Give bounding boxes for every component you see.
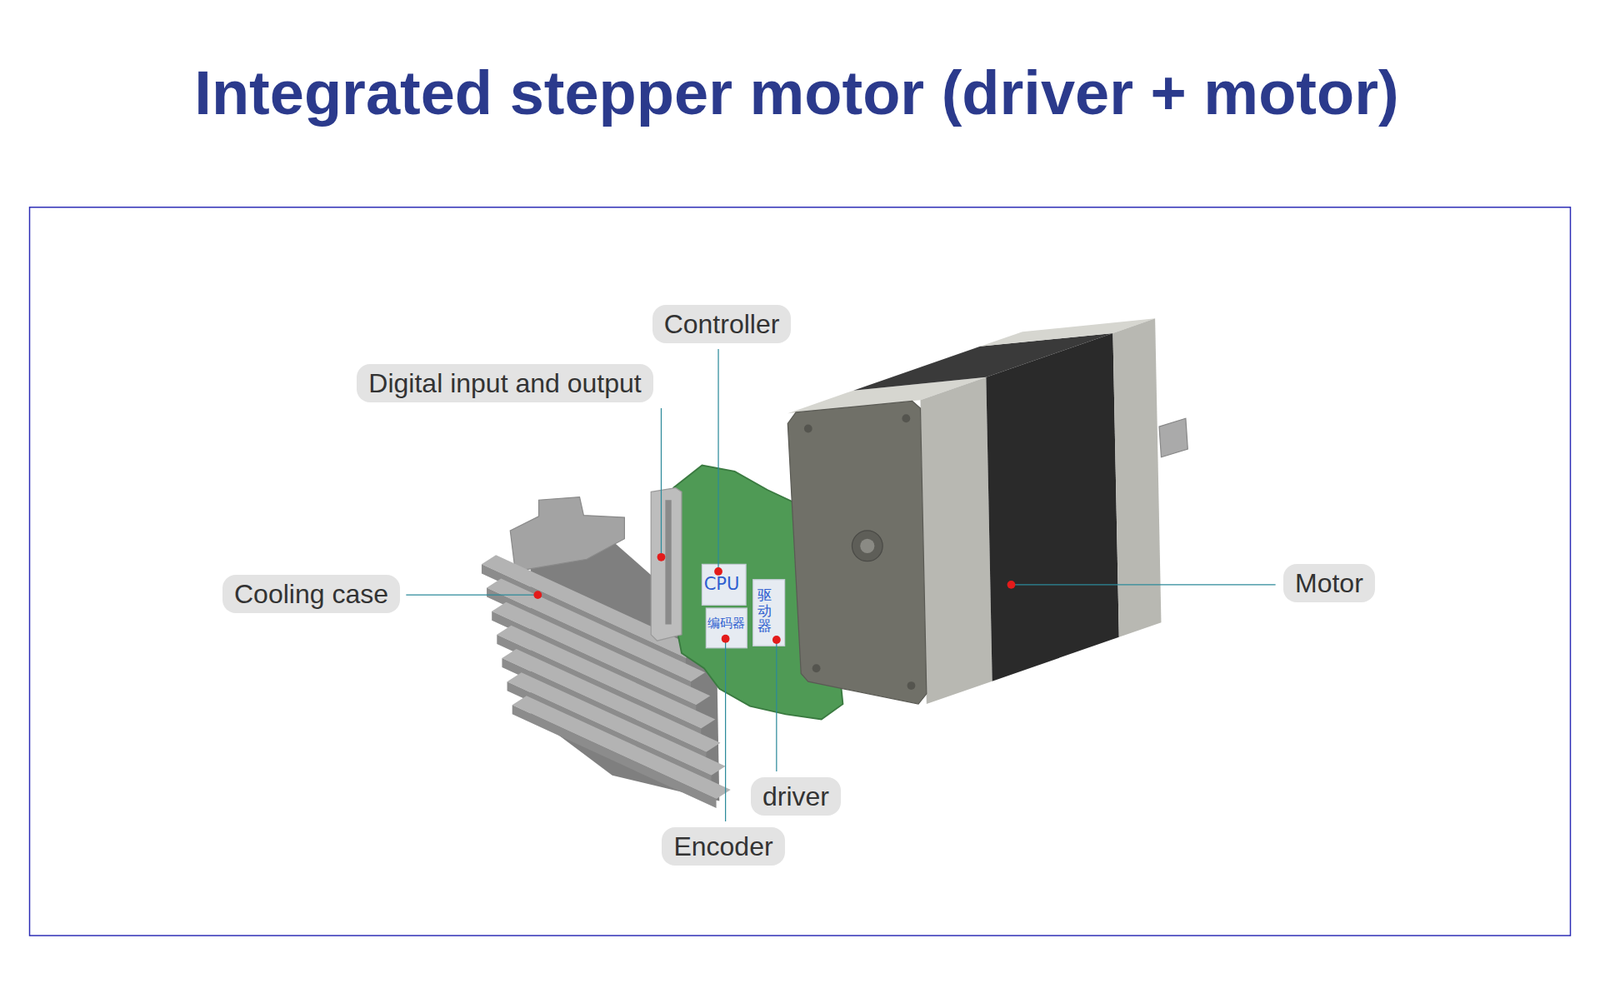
chip-marking: CPU — [704, 575, 740, 595]
diagram-title: Integrated stepper motor (driver + motor… — [194, 56, 1399, 131]
heatsink-top — [510, 497, 625, 572]
motor-hub — [860, 539, 875, 554]
callout-label: Encoder — [661, 827, 785, 866]
callout-dot — [533, 590, 542, 600]
callout-label: Controller — [652, 305, 792, 344]
callout-dot — [657, 553, 666, 562]
motor-side — [920, 377, 992, 705]
leader-line — [717, 349, 719, 572]
label-text: Controller — [664, 309, 780, 340]
callout-label: Motor — [1283, 564, 1375, 603]
label-text: Motor — [1295, 568, 1364, 599]
mounting-hole — [804, 425, 813, 434]
callout-label: driver — [750, 777, 841, 816]
leader-line — [725, 639, 726, 822]
mounting-hole — [812, 664, 821, 673]
frame — [30, 207, 1571, 936]
label-text: driver — [762, 781, 830, 812]
cpu-chip — [701, 564, 746, 605]
label-text: Digital input and output — [368, 368, 641, 399]
motor-shaft — [1159, 418, 1188, 458]
motor-front-face — [787, 400, 927, 705]
io-connector — [650, 488, 682, 642]
callout-dot — [721, 635, 730, 644]
label-text: Cooling case — [234, 579, 389, 610]
callout-dot — [772, 635, 781, 645]
callout-dot — [714, 567, 723, 576]
motor-side — [985, 333, 1119, 682]
motor-side — [1112, 318, 1161, 638]
mounting-hole — [901, 414, 910, 423]
chip-marking: 驱动器 — [757, 587, 772, 635]
leader-line — [775, 640, 777, 772]
callout-label: Cooling case — [222, 575, 400, 614]
callout-dot — [1007, 580, 1016, 590]
heatsink-fin — [512, 705, 717, 809]
label-text: 编码器 — [707, 615, 745, 631]
leader-line — [405, 594, 538, 595]
mounting-hole — [907, 681, 916, 690]
motor-hub — [851, 530, 883, 562]
label-text: 驱动器 — [757, 587, 772, 635]
driver-chip — [753, 580, 785, 647]
io-connector-slot — [665, 500, 671, 625]
label-text: Encoder — [673, 831, 773, 862]
leader-line — [1010, 584, 1275, 585]
label-text: CPU — [704, 574, 740, 595]
chip-marking: 编码器 — [707, 616, 745, 631]
callout-label: Digital input and output — [356, 364, 653, 403]
heatsink-fin — [512, 695, 731, 800]
encoder-chip — [705, 608, 747, 649]
leader-line — [660, 408, 662, 558]
